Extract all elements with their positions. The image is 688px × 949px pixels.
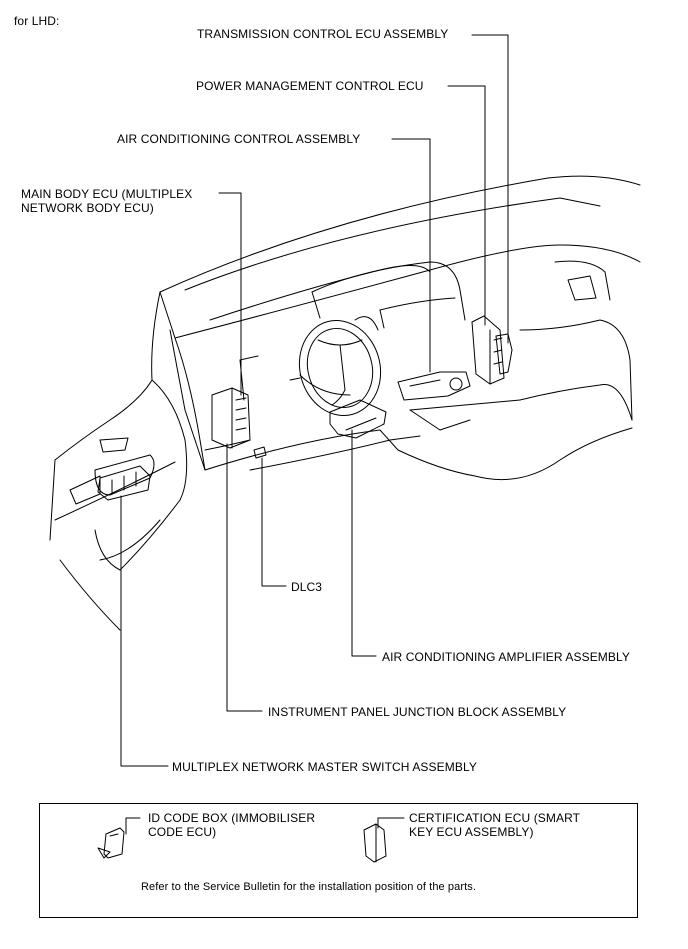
certification-ecu-icon	[363, 817, 405, 863]
leader-ac-control	[391, 138, 431, 373]
dlc3-shape	[253, 446, 267, 459]
label-transmission-control-ecu: TRANSMISSION CONTROL ECU ASSEMBLY	[197, 27, 449, 41]
note-text: Refer to the Service Bulletin for the in…	[141, 881, 477, 893]
main-body-ecu-shape	[211, 387, 251, 449]
leader-transmission	[471, 34, 509, 344]
leader-power-mgmt	[447, 85, 486, 326]
leader-dlc3	[261, 457, 287, 587]
note-box	[39, 803, 638, 918]
ac-control-shape	[397, 371, 471, 401]
leader-ip-junction	[226, 443, 263, 712]
label-id-code-box: ID CODE BOX (IMMOBILISER CODE ECU)	[148, 811, 316, 839]
steering-wheel	[289, 316, 382, 417]
label-dlc3: DLC3	[291, 580, 323, 594]
leader-ac-amplifier	[351, 429, 377, 657]
master-switch-shape	[97, 465, 151, 501]
ac-amplifier-shape	[329, 399, 387, 439]
dashboard-outline	[159, 175, 641, 481]
id-code-box-icon	[97, 817, 141, 859]
power-mgmt-ecu-shape	[471, 315, 505, 385]
region-label: for LHD:	[14, 14, 60, 28]
label-multiplex-network-master-switch: MULTIPLEX NETWORK MASTER SWITCH ASSEMBLY	[172, 760, 477, 774]
door-outline	[49, 291, 206, 631]
leader-master-switch	[120, 495, 169, 767]
label-certification-ecu: CERTIFICATION ECU (SMART KEY ECU ASSEMBL…	[409, 811, 581, 839]
label-power-management-control-ecu: POWER MANAGEMENT CONTROL ECU	[196, 79, 424, 93]
label-instrument-panel-junction-block: INSTRUMENT PANEL JUNCTION BLOCK ASSEMBLY	[268, 705, 567, 719]
leader-main-body	[218, 192, 242, 396]
label-main-body-ecu: MAIN BODY ECU (MULTIPLEX NETWORK BODY EC…	[21, 187, 193, 215]
label-air-conditioning-amplifier: AIR CONDITIONING AMPLIFIER ASSEMBLY	[382, 650, 630, 664]
label-air-conditioning-control: AIR CONDITIONING CONTROL ASSEMBLY	[117, 132, 361, 146]
leader-lines	[120, 34, 509, 767]
transmission-ecu-shape	[495, 333, 513, 375]
